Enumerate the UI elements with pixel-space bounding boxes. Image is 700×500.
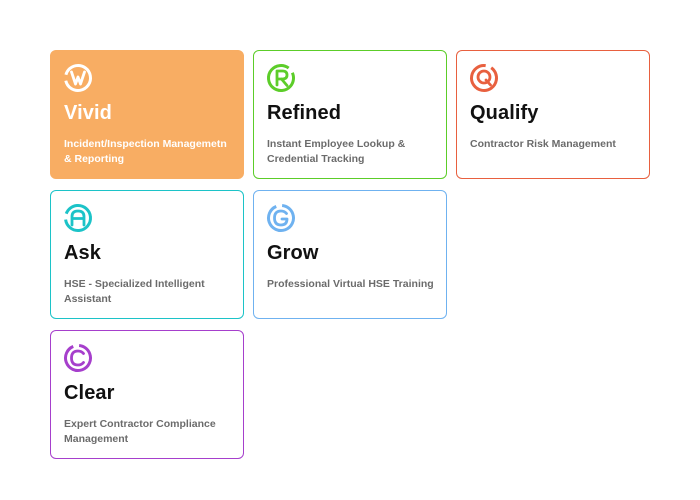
product-description: HSE - Specialized Intelligent Assistant bbox=[64, 278, 205, 305]
product-name: Clear bbox=[64, 382, 115, 404]
qualify-logo-icon bbox=[469, 63, 499, 93]
ask-logo-icon bbox=[63, 203, 93, 233]
clear-logo-icon bbox=[63, 343, 93, 373]
product-description: Instant Employee Lookup & Credential Tra… bbox=[267, 138, 406, 165]
product-card-qualify[interactable]: Qualify Contractor Risk Management bbox=[456, 50, 650, 179]
product-card-clear[interactable]: Clear Expert Contractor Compliance Manag… bbox=[50, 330, 244, 459]
grow-logo-icon bbox=[266, 203, 296, 233]
product-name: Qualify bbox=[470, 102, 539, 124]
vivid-logo-icon bbox=[63, 63, 93, 93]
product-name: Grow bbox=[267, 242, 319, 264]
product-card-ask[interactable]: Ask HSE - Specialized Intelligent Assist… bbox=[50, 190, 244, 319]
product-description: Professional Virtual HSE Training bbox=[267, 278, 434, 290]
product-description: Contractor Risk Management bbox=[470, 138, 616, 150]
product-name: Ask bbox=[64, 242, 101, 264]
product-description: Expert Contractor Compliance Management bbox=[64, 418, 216, 445]
product-card-grow[interactable]: Grow Professional Virtual HSE Training bbox=[253, 190, 447, 319]
product-name: Refined bbox=[267, 102, 342, 124]
refined-logo-icon bbox=[266, 63, 296, 93]
product-card-vivid[interactable]: Vivid Incident/Inspection Managemetn & R… bbox=[50, 50, 244, 179]
product-name: Vivid bbox=[64, 102, 112, 124]
product-card-refined[interactable]: Refined Instant Employee Lookup & Creden… bbox=[253, 50, 447, 179]
product-description: Incident/Inspection Managemetn & Reporti… bbox=[64, 138, 227, 165]
